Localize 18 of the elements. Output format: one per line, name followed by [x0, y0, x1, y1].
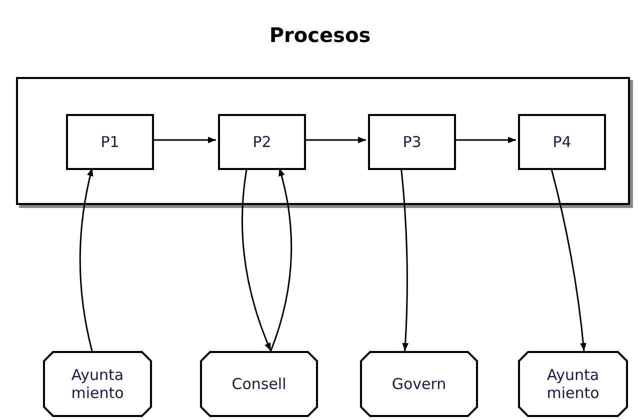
arrow [242, 168, 272, 352]
title: Procesos [268, 22, 372, 49]
arrow [304, 136, 366, 144]
process-box: P1 [66, 114, 154, 170]
process-box: P3 [368, 114, 456, 170]
process-box: P4 [518, 114, 606, 170]
entity-box: Consell [200, 351, 318, 417]
entity-box: Ayunta miento [518, 351, 628, 417]
arrow [400, 168, 409, 352]
container-box [16, 77, 630, 205]
entity-box: Govern [360, 351, 478, 417]
arrow [550, 168, 586, 352]
process-box: P2 [218, 114, 306, 170]
arrow [454, 136, 516, 144]
arrow [152, 136, 216, 144]
entity-box: Ayunta miento [43, 351, 152, 417]
arrow [270, 168, 292, 352]
arrow [79, 168, 94, 352]
